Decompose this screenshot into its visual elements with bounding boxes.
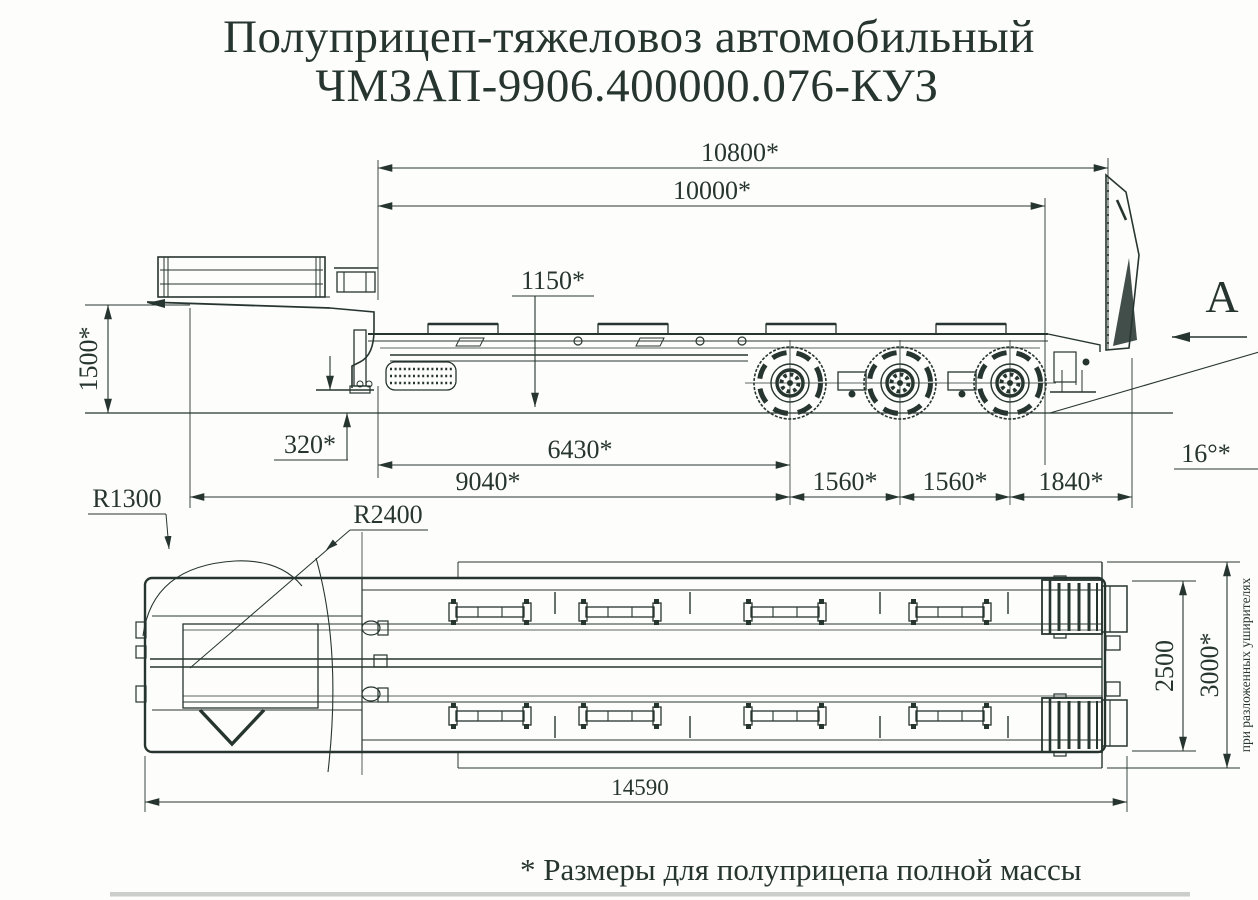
tiedown-bracket (743, 702, 827, 730)
footnote: * Размеры для полуприцепа полной массы (520, 852, 1082, 887)
dim-axle-spacing-2: 1560* (923, 467, 988, 496)
tiedown-bracket (448, 702, 532, 730)
dim-platform-width: 2500 (1150, 640, 1179, 692)
side-view-dimensions: 10800* 10000* 1150* 1500* 320* 6430* 904… (74, 138, 1231, 508)
dim-overall-upper: 10800* (701, 138, 779, 167)
dim-platform-upper: 10000* (673, 176, 751, 205)
top-view: R1300 R2400 (88, 484, 1128, 775)
dim-front-height: 1500* (74, 327, 103, 392)
dim-overall-length: 14590 (611, 775, 669, 800)
tiedown-bracket (908, 702, 992, 730)
dim-front-axle: 9040* (456, 467, 521, 496)
dim-deck-height: 1150* (521, 266, 585, 295)
radius-front-label: R1300 (92, 484, 161, 513)
tiedown-bracket (448, 598, 532, 626)
side-view: А (85, 173, 1258, 505)
title-block: Полуприцеп-тяжеловоз автомобильный ЧМЗАП… (223, 11, 1035, 112)
dim-kingpin-axle: 6430* (548, 435, 613, 464)
radius-rear-label: R2400 (353, 500, 422, 529)
tiedown-bracket (578, 702, 662, 730)
rear-ramp-top (1040, 574, 1104, 640)
scan-artifact (110, 892, 1190, 897)
tiedown-bracket (908, 598, 992, 626)
tiedown-bracket (578, 598, 662, 626)
note-wideners: при разложенных уширителях (1238, 577, 1253, 752)
title-line2: ЧМЗАП-9906.400000.076-КУЗ (315, 60, 938, 112)
dim-rear-overhang: 1840* (1039, 467, 1104, 496)
view-a-label: А (1205, 271, 1238, 322)
deck-pads (427, 322, 1007, 335)
dim-axle-spacing-1: 1560* (813, 467, 878, 496)
title-line1: Полуприцеп-тяжеловоз автомобильный (223, 11, 1035, 63)
top-view-dimensions: 2500 3000* при разложенных уширителях 14… (144, 561, 1253, 812)
tiedown-bracket (743, 598, 827, 626)
rear-ramp-bottom (1040, 692, 1104, 758)
dim-ramp-angle: 16°* (1181, 439, 1230, 468)
dim-coupling-height: 320* (284, 430, 336, 459)
dim-width-extensions: 3000* (1195, 633, 1224, 698)
folded-ramp (1105, 173, 1140, 351)
